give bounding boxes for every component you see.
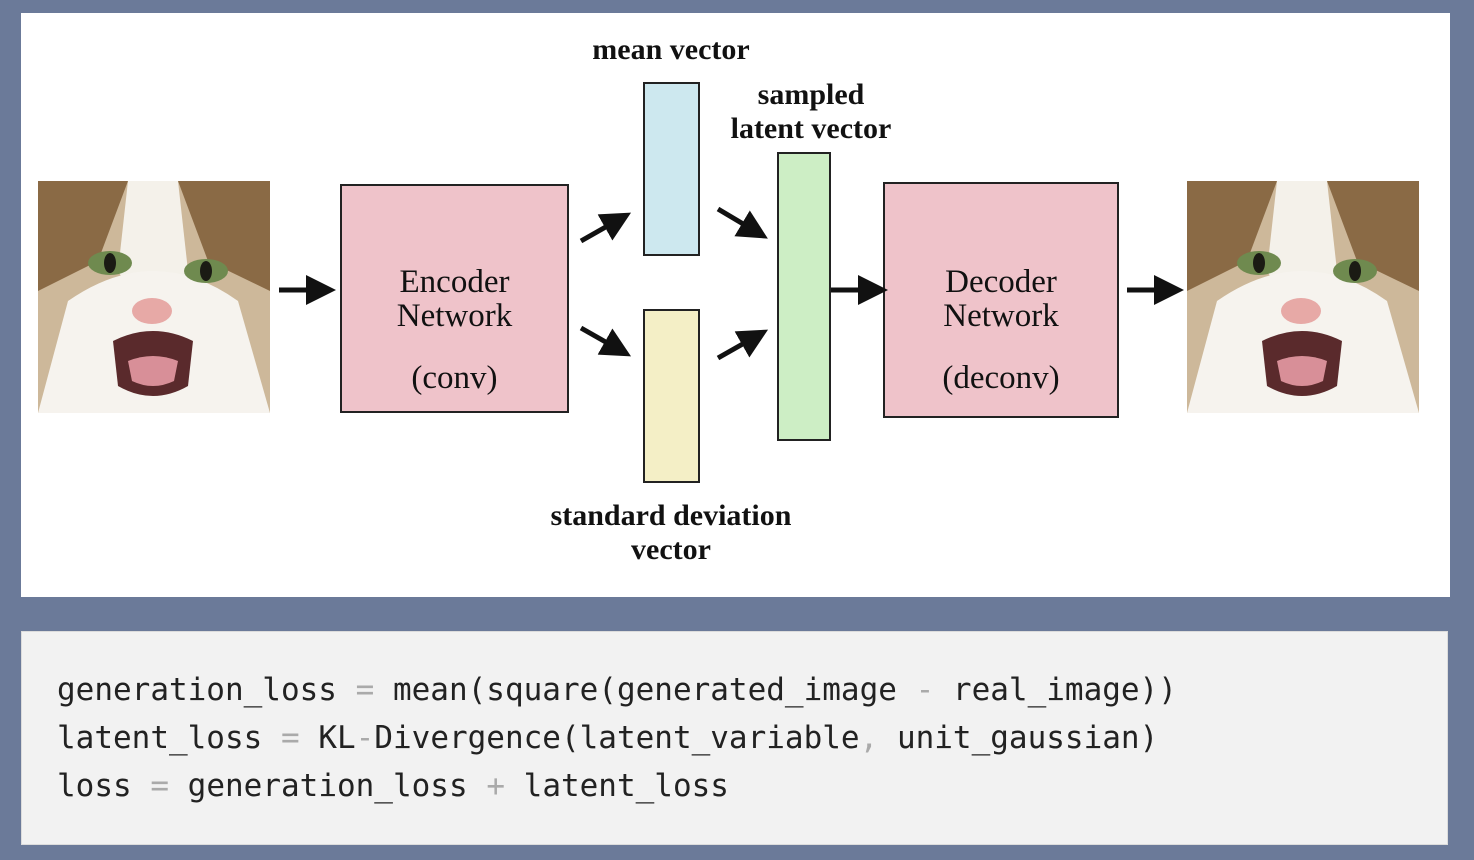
encoder-label-line3: (conv) (411, 360, 498, 396)
sampled-label-line1: sampled (757, 78, 865, 111)
code-line-latent-loss: latent_loss = KL-Divergence(latent_varia… (57, 714, 1158, 762)
decoder-label-line1: Decoder (945, 264, 1057, 300)
latent-vector-box (777, 152, 831, 441)
code-operator: = (280, 720, 300, 756)
code-operator: + (486, 768, 505, 804)
std-vector-label-line1: standard deviation (550, 499, 792, 532)
arrow-icon (716, 329, 769, 361)
diagram-panel: Encoder Network (conv) mean vector stand… (21, 13, 1450, 597)
decoder-network-box: Decoder Network (deconv) (883, 182, 1119, 418)
code-token: generation_loss (187, 768, 468, 804)
arrow-icon (716, 206, 768, 239)
cat-input-image (38, 181, 270, 413)
code-token: latent_loss (523, 768, 729, 804)
arrow-icon (579, 325, 632, 357)
mean-vector-label: mean vector (592, 33, 750, 66)
encoder-network-box: Encoder Network (conv) (340, 184, 569, 413)
code-panel: generation_loss = mean(square(generated_… (21, 631, 1448, 845)
code-token: loss (57, 768, 132, 804)
mean-vector-box (643, 82, 700, 256)
arrow-icon (579, 212, 632, 244)
code-token: mean(square(generated_image (392, 672, 897, 708)
decoder-label-line2: Network (943, 298, 1059, 334)
code-operator: , (859, 720, 879, 756)
code-line-generation-loss: generation_loss = mean(square(generated_… (57, 666, 1177, 714)
std-vector-label-line2: vector (631, 533, 711, 566)
code-token: generation_loss (57, 672, 337, 708)
arrows-layer (279, 206, 1184, 361)
code-line-loss: loss = generation_loss + latent_loss (57, 762, 729, 810)
code-operator: - (915, 672, 935, 708)
code-token: unit_gaussian) (896, 720, 1159, 756)
std-vector-box (643, 309, 700, 483)
code-token: Divergence(latent_variable (374, 720, 860, 756)
code-token: latent_loss (57, 720, 263, 756)
code-token: KL (318, 720, 356, 756)
code-operator: = (150, 768, 169, 804)
decoder-label-line3: (deconv) (942, 360, 1060, 396)
cat-output-image (1187, 181, 1419, 413)
code-token: real_image)) (952, 672, 1177, 708)
sampled-label-line2: latent vector (730, 112, 892, 145)
encoder-label-line2: Network (396, 298, 513, 334)
code-operator: - (355, 720, 375, 756)
encoder-label-line1: Encoder (399, 264, 510, 300)
code-operator: = (355, 672, 375, 708)
